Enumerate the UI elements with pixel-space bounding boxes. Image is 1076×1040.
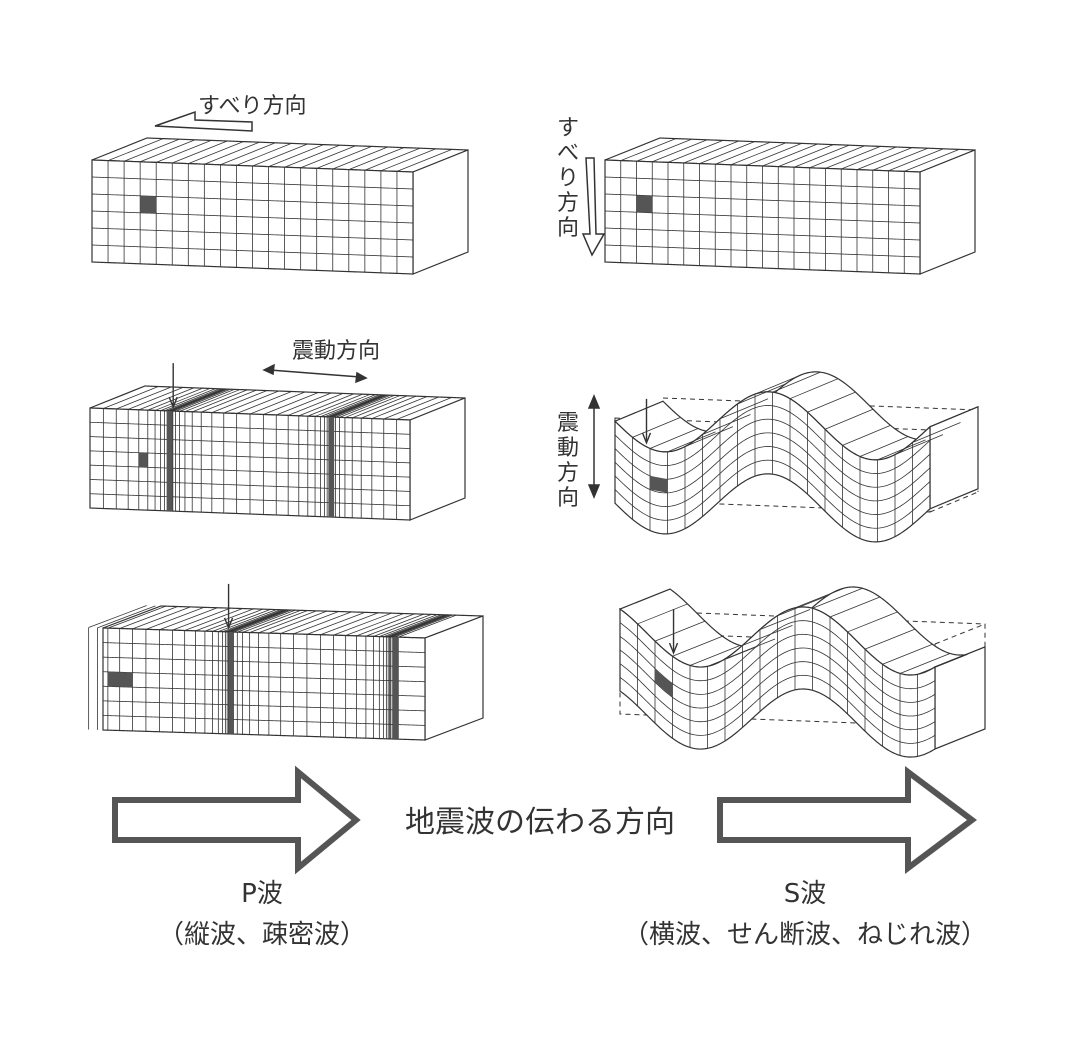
propagation-arrow-left [112,765,361,875]
marked-particle [636,195,653,213]
s-wave-subtitle: （横波、せん断波、ねじれ波） [623,920,987,950]
s-wave-block-2 [618,586,986,758]
s-wave-block-1 [613,371,979,543]
p-wave-block-1 [89,363,466,521]
marked-particle [655,668,673,698]
p-wave-title: P波 [241,879,283,909]
compression-band [166,410,173,512]
svg-text:震動方向: 震動方向 [557,411,579,511]
block-models [88,137,986,758]
vibration-direction-label-s: 震動方向 [557,411,579,511]
vibration-arrow-horizontal [262,363,368,384]
vibration-direction-label-p: 震動方向 [292,339,380,364]
s-wave-block-rest [604,137,976,275]
compression-band [392,637,399,740]
compression-band [328,416,335,518]
p-wave-subtitle: （縦波、疎密波） [158,920,366,950]
slip-arrow-vertical [581,157,606,257]
propagation-arrow-right [717,766,977,874]
slip-direction-label-s: すべり方向 [557,116,579,241]
slip-arrow-horizontal [154,110,253,132]
s-wave-title: S波 [784,879,827,909]
marked-particle [650,475,668,493]
p-wave-block-rest [91,137,469,275]
marked-particle [107,671,133,688]
compression-band [228,631,234,735]
vibration-arrow-vertical [587,394,601,499]
marked-particle [138,452,148,468]
marked-particle [140,195,157,214]
slip-direction-label-p: すべり方向 [198,94,306,119]
p-wave-block-2 [88,583,484,741]
propagation-direction-label: 地震波の伝わる方向 [405,805,675,840]
svg-text:すべり方向: すべり方向 [557,116,579,241]
